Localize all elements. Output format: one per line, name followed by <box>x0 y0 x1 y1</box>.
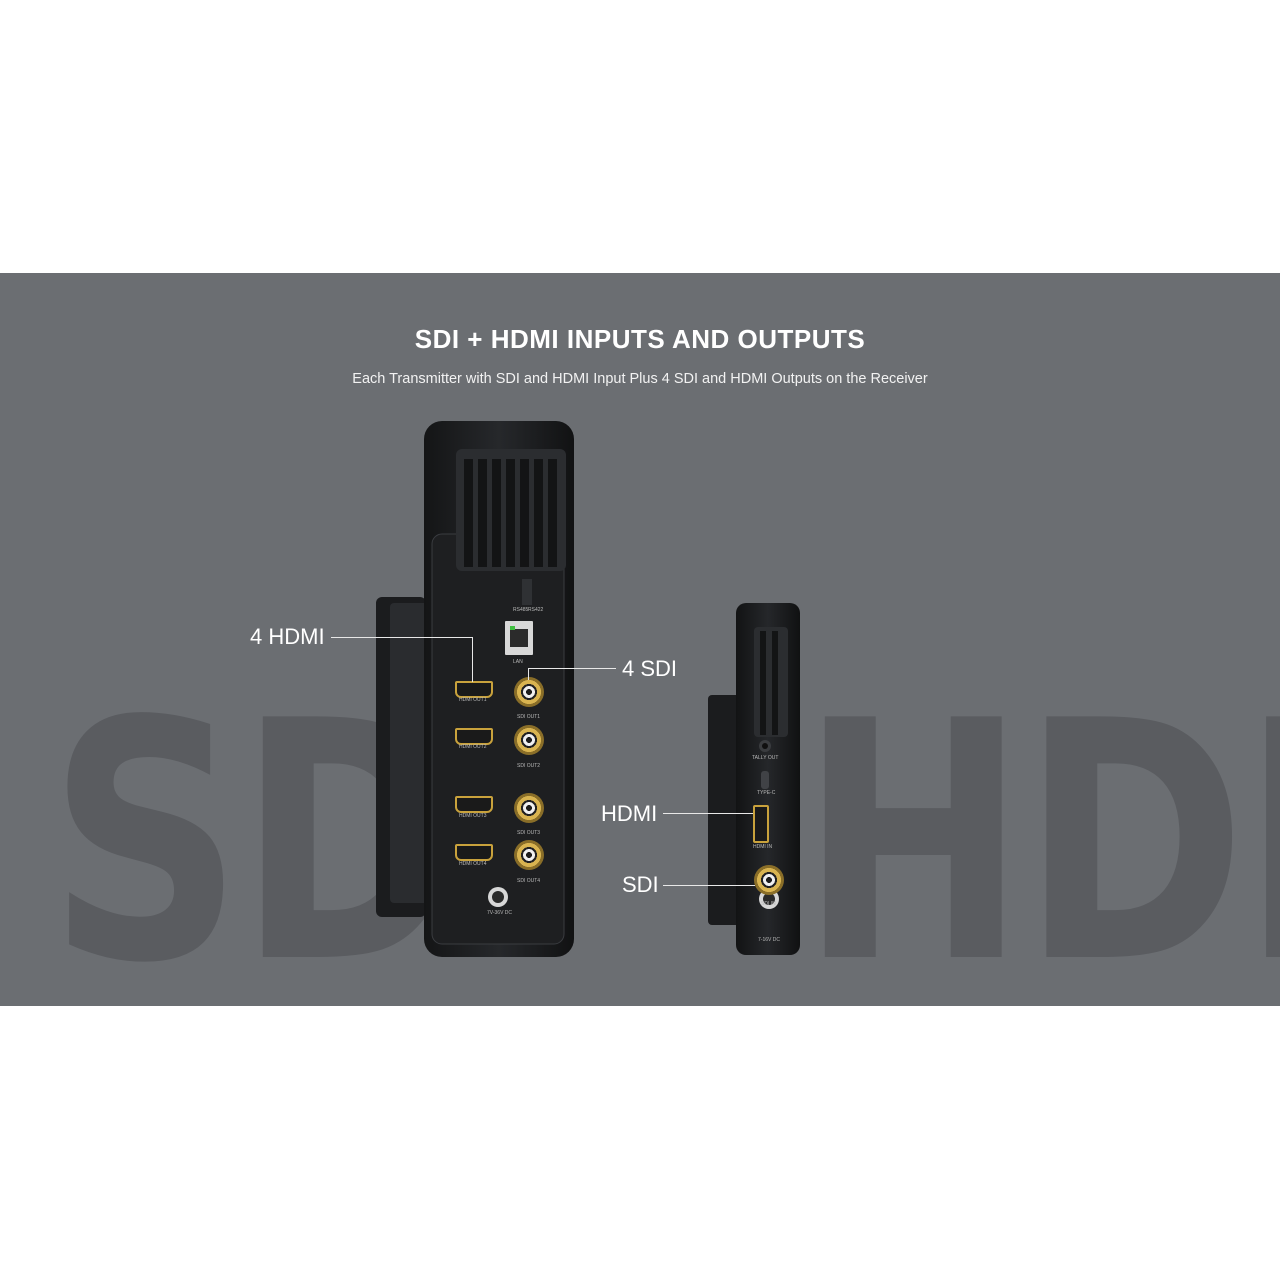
label-hdmi-in: HDMI IN <box>753 844 773 850</box>
receiver-sdi-out1-port <box>514 677 544 707</box>
receiver-hdmi-out3-port <box>455 796 493 813</box>
receiver-device <box>376 421 574 957</box>
label-sdi-out4: SDI OUT4 <box>517 878 541 884</box>
callout-hdmi: HDMI <box>601 801 658 826</box>
receiver-hdmi-out2-port <box>455 728 493 745</box>
label-hdmi-out2: HDMI OUT2 <box>459 744 487 750</box>
callout-4-hdmi-line <box>331 637 473 638</box>
transmitter-sdi-in-port <box>754 865 784 895</box>
transmitter-fins <box>760 631 778 735</box>
label-type-c: TYPE-C <box>757 790 776 796</box>
transmitter-device <box>708 603 800 955</box>
label-tally-out: TALLY OUT <box>752 755 779 761</box>
label-sdi-out1: SDI OUT1 <box>517 714 541 720</box>
label-lan: LAN <box>513 659 523 665</box>
callout-sdi: SDI <box>622 872 659 897</box>
callout-hdmi-line <box>663 813 753 814</box>
receiver-hdmi-out4-port <box>455 844 493 861</box>
label-power-receiver: 7V-36V DC <box>487 910 513 916</box>
label-hdmi-out1: HDMI OUT1 <box>459 697 487 703</box>
transmitter-hdmi-in-port <box>753 805 769 843</box>
label-sdi-out2: SDI OUT2 <box>517 763 541 769</box>
callout-4-sdi-line <box>528 668 616 669</box>
label-sdi-in: SDI IN <box>761 901 776 907</box>
banner-subtitle: Each Transmitter with SDI and HDMI Input… <box>352 371 928 387</box>
receiver-sdi-out3-port <box>514 793 544 823</box>
receiver-sdi-out4-port <box>514 840 544 870</box>
label-rs485: RS485 <box>513 607 529 613</box>
label-hdmi-out4: HDMI OUT4 <box>459 861 487 867</box>
label-sdi-out3: SDI OUT3 <box>517 830 541 836</box>
background-word-hdmi: HDMI <box>800 651 1280 1006</box>
label-hdmi-out3: HDMI OUT3 <box>459 813 487 819</box>
heatsink-fins <box>464 459 557 567</box>
label-power-transmitter: 7-16V DC <box>758 937 780 943</box>
callout-4-hdmi: 4 HDMI <box>250 624 325 649</box>
callout-4-sdi: 4 SDI <box>622 656 678 681</box>
callout-sdi-line <box>663 885 755 886</box>
feature-banner: SDI HDMI SDI + HDMI INPUTS AND OUTPUTS E… <box>0 273 1280 1006</box>
receiver-hdmi-out1-port <box>455 681 493 698</box>
receiver-sdi-out2-port <box>514 725 544 755</box>
label-rs422: RS422 <box>528 607 544 613</box>
transmitter-mount <box>708 695 742 925</box>
banner-title: SDI + HDMI INPUTS AND OUTPUTS <box>414 324 866 354</box>
